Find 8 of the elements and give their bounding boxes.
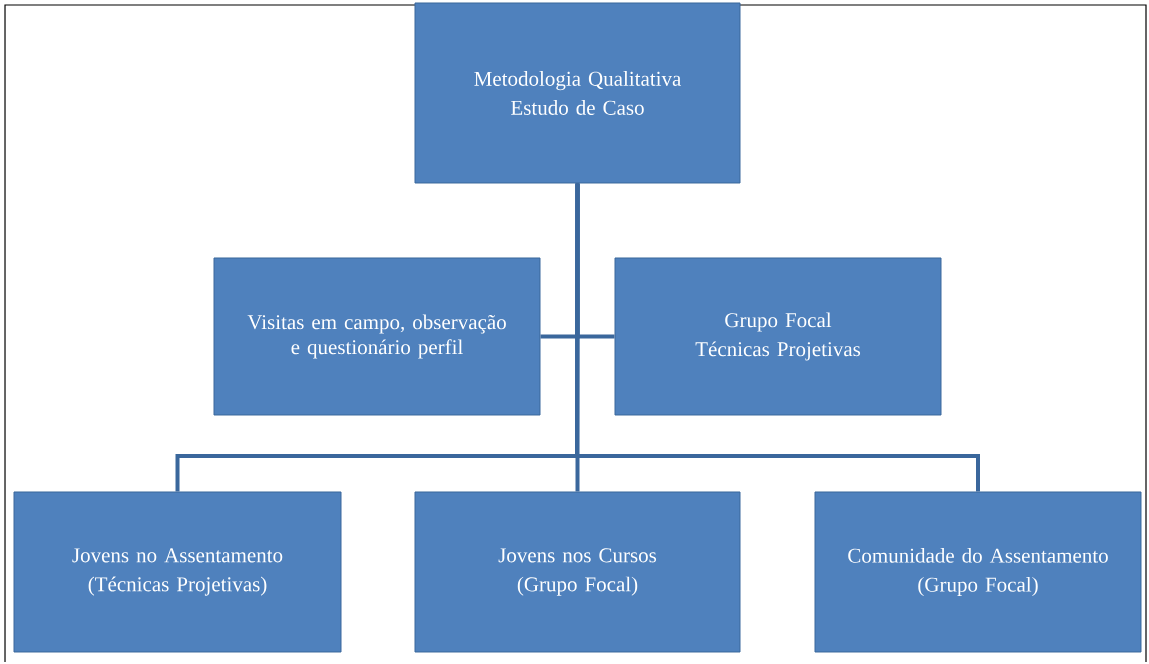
connector-line — [575, 183, 980, 492]
process-box: Grupo Focal Técnicas Projetivas — [614, 257, 942, 416]
process-box: Jovens no Assentamento (Técnicas Projetivas) — [13, 491, 342, 653]
process-box: Metodologia Qualitativa Estudo de Caso — [414, 2, 741, 184]
process-box: Visitas em campo, observação e questionário perfil — [213, 257, 541, 416]
connector-line — [575, 183, 580, 492]
process-box: Jovens nos Cursos (Grupo Focal) — [414, 491, 741, 653]
process-box: Comunidade do Assentamento (Grupo Focal) — [814, 491, 1142, 653]
